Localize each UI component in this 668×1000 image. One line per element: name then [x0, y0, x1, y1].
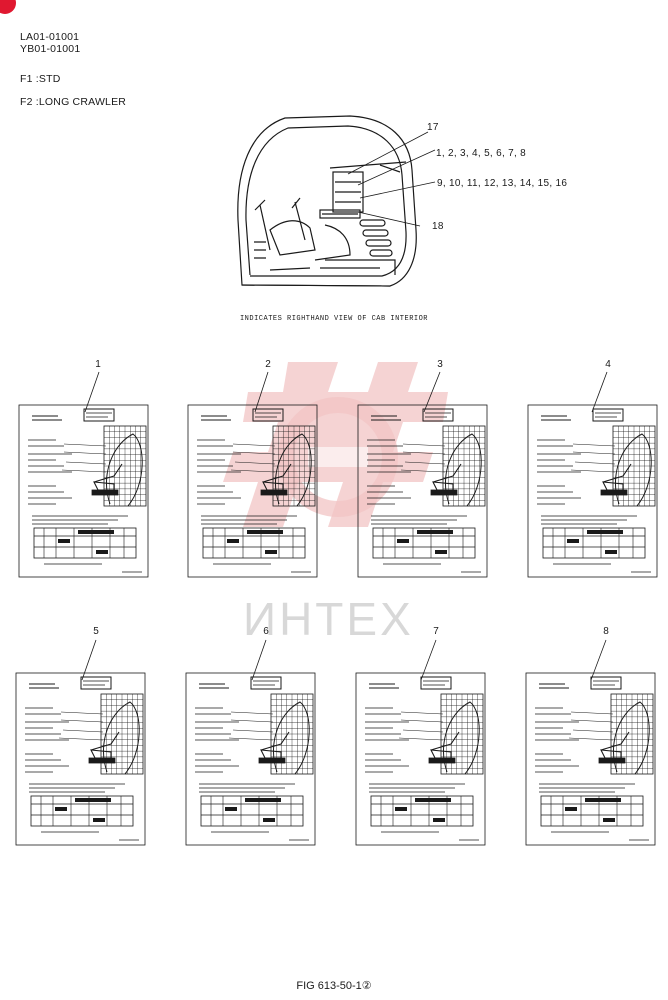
- decal-plate-2: [187, 404, 318, 578]
- decal-plate-4: [527, 404, 658, 578]
- decal-plate-5: [15, 672, 146, 846]
- callout-18: 18: [432, 221, 444, 232]
- plate-number-3: 3: [437, 359, 443, 370]
- decal-plate-1: [18, 404, 149, 578]
- decal-plate-6: [185, 672, 316, 846]
- variant-f2: F2 :LONG CRAWLER: [20, 96, 127, 108]
- plate-number-7: 7: [433, 626, 439, 637]
- variant-f1: F1 :STD: [20, 73, 61, 85]
- watermark-text: ИНТЕХ: [243, 593, 414, 645]
- serial-range-1: LA01-01001: [20, 31, 80, 43]
- plate-number-1: 1: [95, 359, 101, 370]
- callout-1-to-8: 1, 2, 3, 4, 5, 6, 7, 8: [436, 148, 526, 159]
- callout-9-to-16: 9, 10, 11, 12, 13, 14, 15, 16: [437, 178, 568, 189]
- plate-number-6: 6: [263, 626, 269, 637]
- callout-17: 17: [427, 122, 439, 133]
- corner-badge: [0, 0, 16, 14]
- figure-label: FIG 613-50-1②: [296, 980, 372, 992]
- plate-number-5: 5: [93, 626, 99, 637]
- cab-caption: INDICATES RIGHTHAND VIEW OF CAB INTERIOR: [239, 315, 429, 323]
- decal-plate-8: [525, 672, 656, 846]
- plate-number-4: 4: [605, 359, 611, 370]
- decal-plate-3: [357, 404, 488, 578]
- plate-number-2: 2: [265, 359, 271, 370]
- decal-plate-7: [355, 672, 486, 846]
- cab-interior-diagram: [237, 115, 436, 287]
- watermark-logo: [223, 362, 448, 527]
- plate-number-8: 8: [603, 626, 609, 637]
- serial-range-2: YB01-01001: [20, 43, 81, 55]
